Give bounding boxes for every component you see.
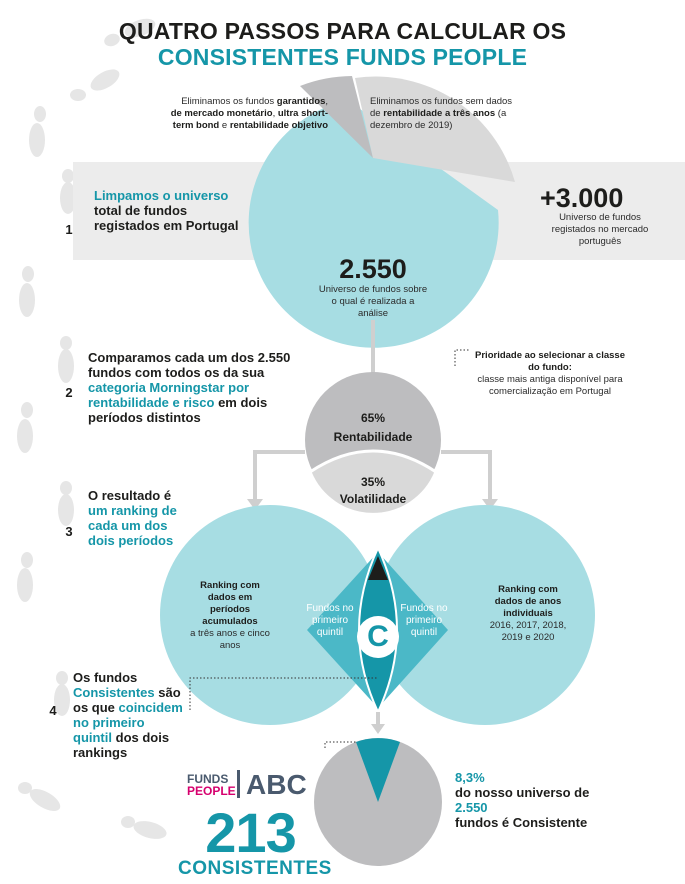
page-title-line1: QUATRO PASSOS PARA CALCULAR OS — [118, 18, 567, 44]
result-pie-slice — [356, 738, 400, 802]
lens-top — [368, 556, 388, 580]
quintil-right-label: Fundos no primeiro quintil — [400, 603, 448, 638]
step1-text: Limpamos o universo total de fundos regi… — [94, 188, 239, 233]
abc-logo: ABC — [246, 769, 307, 800]
step1-big-caption: Universo de fundos registados no mercado… — [551, 212, 649, 247]
consistentes-count: 213 — [205, 801, 296, 864]
c-letter: C — [367, 620, 389, 653]
footprints-decoration — [17, 18, 167, 839]
vol-pct: 35% — [360, 475, 386, 489]
arrow-left — [253, 450, 305, 500]
result-text: 8,3% do nosso universo de 2.550 fundos é… — [455, 770, 590, 830]
c-badge — [357, 616, 399, 658]
quintil-right-shape — [378, 552, 448, 708]
logo-divider — [237, 770, 240, 798]
exclusion-left-note: Eliminamos os fundos garantidos, de merc… — [170, 96, 328, 131]
quintil-left-shape — [307, 552, 378, 708]
step1-big-value: +3.000 — [540, 183, 624, 213]
ranking-right-circle — [375, 505, 595, 725]
wedge-right — [355, 76, 515, 182]
funds-people-logo: FUNDS PEOPLE — [187, 772, 236, 798]
circle-value: 2.550 — [339, 254, 407, 284]
step3-number: 3 — [65, 524, 73, 539]
page-title-line2: CONSISTENTES FUNDS PEOPLE — [157, 44, 528, 70]
exclusion-right-note: Eliminamos os fundos sem dados de rentab… — [370, 96, 513, 131]
quintil-left-label: Fundos no primeiro quintil — [306, 603, 354, 638]
ranking-right-label: Ranking com dados de anos individuais 20… — [489, 584, 567, 643]
step4-leader — [189, 677, 378, 710]
arrow-down — [371, 724, 385, 734]
universe-circle — [248, 100, 499, 348]
step4-number: 4 — [49, 703, 57, 718]
rent-label: Rentabilidade — [333, 430, 413, 444]
ranking-left-circle — [160, 505, 380, 725]
consistentes-label: CONSISTENTES — [178, 858, 332, 879]
circle-caption: Universo de fundos sobre o qual é realiz… — [318, 284, 428, 319]
vol-label: Volatilidade — [339, 492, 407, 506]
wedge-left — [300, 76, 373, 158]
step2-number: 2 — [65, 385, 73, 400]
step1-number: 1 — [65, 222, 73, 237]
volatility-segment — [308, 449, 438, 516]
ranking-left-label: Ranking com dados em períodos acumulados… — [190, 580, 270, 651]
arrow-right — [441, 450, 492, 500]
step2-text: Comparamos cada um dos 2.550 fundos com … — [88, 350, 291, 425]
rent-pct: 65% — [360, 411, 386, 425]
priority-leader — [454, 349, 470, 366]
step4-text: Os fundos Consistentes são os que coinci… — [73, 670, 183, 760]
step3-text: O resultado é um ranking de cada um dos … — [88, 488, 177, 548]
priority-note: Prioridade ao selecionar a classe do fun… — [475, 350, 625, 397]
